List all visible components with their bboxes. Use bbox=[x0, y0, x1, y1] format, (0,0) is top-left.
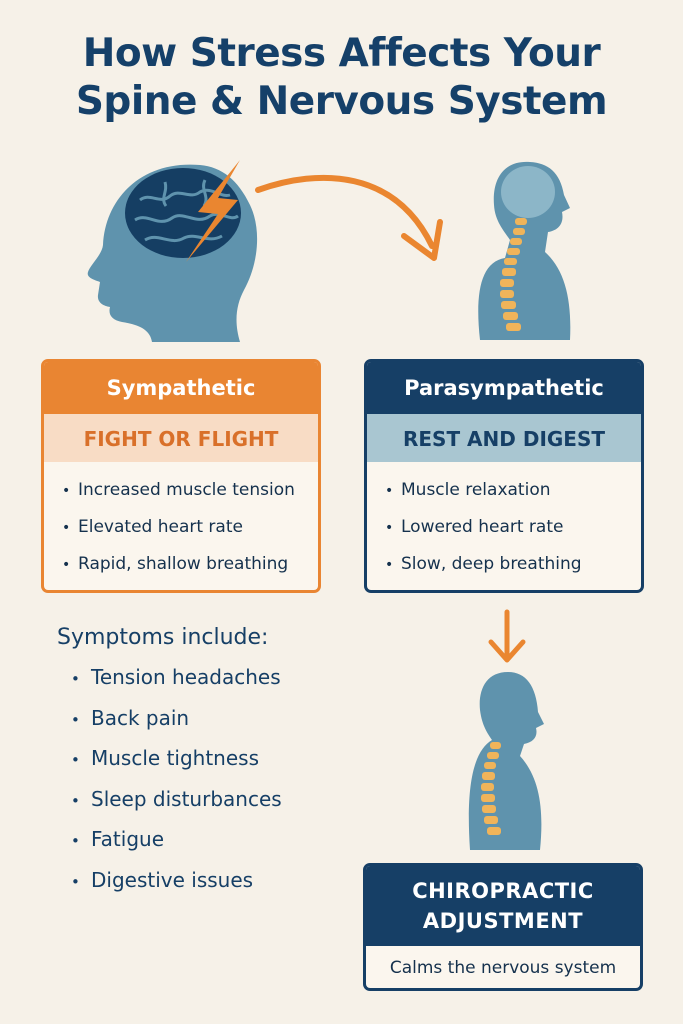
page-title: How Stress Affects Your Spine & Nervous … bbox=[0, 30, 683, 126]
parasympathetic-list: Muscle relaxation Lowered heart rate Slo… bbox=[367, 462, 641, 583]
list-item: Back pain bbox=[71, 699, 282, 740]
symptoms-list: Tension headaches Back pain Muscle tight… bbox=[57, 658, 282, 901]
list-item: Muscle relaxation bbox=[385, 472, 641, 509]
title-line-2: Spine & Nervous System bbox=[75, 79, 608, 124]
curved-arrow-icon bbox=[255, 174, 443, 261]
chiropractic-description: Calms the nervous system bbox=[389, 958, 617, 978]
parasympathetic-header: Parasympathetic bbox=[367, 362, 641, 414]
chiropractic-card: CHIROPRACTIC ADJUSTMENT Calms the nervou… bbox=[363, 863, 643, 991]
sympathetic-subheader: FIGHT OR FLIGHT bbox=[44, 414, 318, 462]
chiropractic-line-1: CHIROPRACTIC bbox=[412, 879, 594, 903]
spine-figure-icon bbox=[478, 161, 571, 340]
list-item: Elevated heart rate bbox=[62, 509, 318, 546]
head-brain-icon bbox=[87, 164, 258, 342]
down-arrow-icon bbox=[488, 609, 526, 663]
parasympathetic-card: Parasympathetic REST AND DIGEST Muscle r… bbox=[364, 359, 644, 593]
symptoms-section: Symptoms include: Tension headaches Back… bbox=[57, 625, 282, 901]
sympathetic-header: Sympathetic bbox=[44, 362, 318, 414]
chiropractic-line-2: ADJUSTMENT bbox=[422, 909, 584, 933]
parasympathetic-subheader: REST AND DIGEST bbox=[367, 414, 641, 462]
symptoms-heading: Symptoms include: bbox=[57, 625, 269, 650]
list-item: Tension headaches bbox=[71, 658, 282, 699]
lightning-bolt-icon bbox=[186, 160, 240, 262]
chiropractic-header: CHIROPRACTIC ADJUSTMENT bbox=[366, 866, 640, 946]
list-item: Digestive issues bbox=[71, 861, 282, 902]
list-item: Sleep disturbances bbox=[71, 780, 282, 821]
sympathetic-list: Increased muscle tension Elevated heart … bbox=[44, 462, 318, 583]
list-item: Fatigue bbox=[71, 820, 282, 861]
spine-figure-icon bbox=[468, 672, 544, 850]
list-item: Increased muscle tension bbox=[62, 472, 318, 509]
list-item: Lowered heart rate bbox=[385, 509, 641, 546]
list-item: Muscle tightness bbox=[71, 739, 282, 780]
list-item: Slow, deep breathing bbox=[385, 546, 641, 583]
list-item: Rapid, shallow breathing bbox=[62, 546, 318, 583]
sympathetic-card: Sympathetic FIGHT OR FLIGHT Increased mu… bbox=[41, 359, 321, 593]
title-line-1: How Stress Affects Your bbox=[82, 31, 601, 76]
